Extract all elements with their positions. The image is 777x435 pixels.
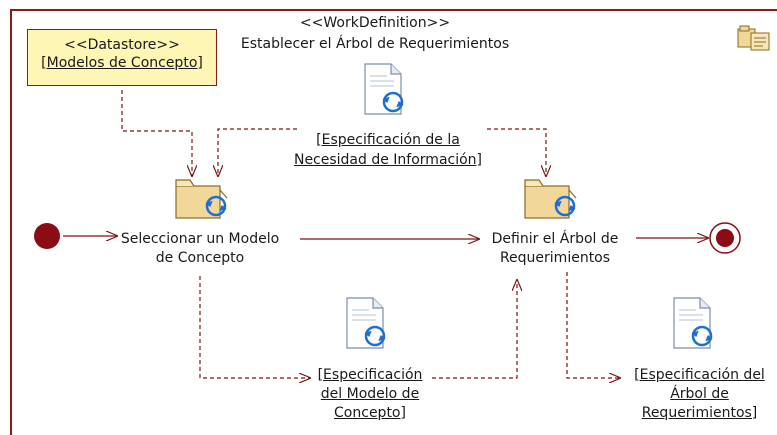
datastore-stereotype: <<Datastore>> <box>64 37 180 53</box>
activity-define-line2[interactable]: Requerimientos <box>499 250 611 266</box>
activity-select-line2[interactable]: de Concepto <box>155 250 245 266</box>
activity-folder-icon <box>175 179 228 219</box>
document-cycle-icon <box>346 297 386 349</box>
activity-define-line1[interactable]: Definir el Árbol de <box>491 231 619 247</box>
artifact-need-spec-line2[interactable]: Necesidad de Información] <box>293 152 483 168</box>
final-node <box>709 222 741 254</box>
dataflow-select-to-model-spec <box>199 276 310 378</box>
document-cycle-icon <box>673 297 713 349</box>
artifact-model-spec-line2[interactable]: del Modelo de <box>320 386 420 402</box>
dataflow-define-to-tree-spec <box>566 272 620 378</box>
document-cycle-icon <box>364 63 404 115</box>
dataflow-need-spec-to-select <box>218 128 297 176</box>
activity-select-line1[interactable]: Seleccionar un Modelo <box>120 231 280 247</box>
artifact-tree-spec-line3[interactable]: Requerimientos] <box>641 405 758 421</box>
dataflow-model-spec-to-define <box>432 280 517 379</box>
artifact-tree-spec-line2[interactable]: Árbol de <box>670 386 729 402</box>
dataflow-need-spec-to-define <box>487 128 546 176</box>
datastore-name[interactable]: [Modelos de Concepto] <box>41 55 203 71</box>
dataflow-datastore-to-select <box>121 90 192 176</box>
artifact-model-spec-line3[interactable]: Concepto] <box>334 405 406 421</box>
activity-folder-icon <box>524 179 577 219</box>
datastore-modelos-de-concepto[interactable]: <<Datastore>> [Modelos de Concepto] <box>27 29 217 86</box>
workdefinition-icon <box>737 25 770 51</box>
diagram-frame <box>10 9 777 435</box>
initial-node <box>34 223 60 249</box>
artifact-tree-spec-line1[interactable]: [Especificación del <box>634 367 765 383</box>
diagram-stereotype: <<WorkDefinition>> <box>299 15 451 31</box>
diagram-title: Establecer el Árbol de Requerimientos <box>240 36 510 52</box>
artifact-need-spec-line1[interactable]: [Especificación de la <box>316 132 460 148</box>
artifact-model-spec-line1[interactable]: [Especificación <box>317 367 423 383</box>
